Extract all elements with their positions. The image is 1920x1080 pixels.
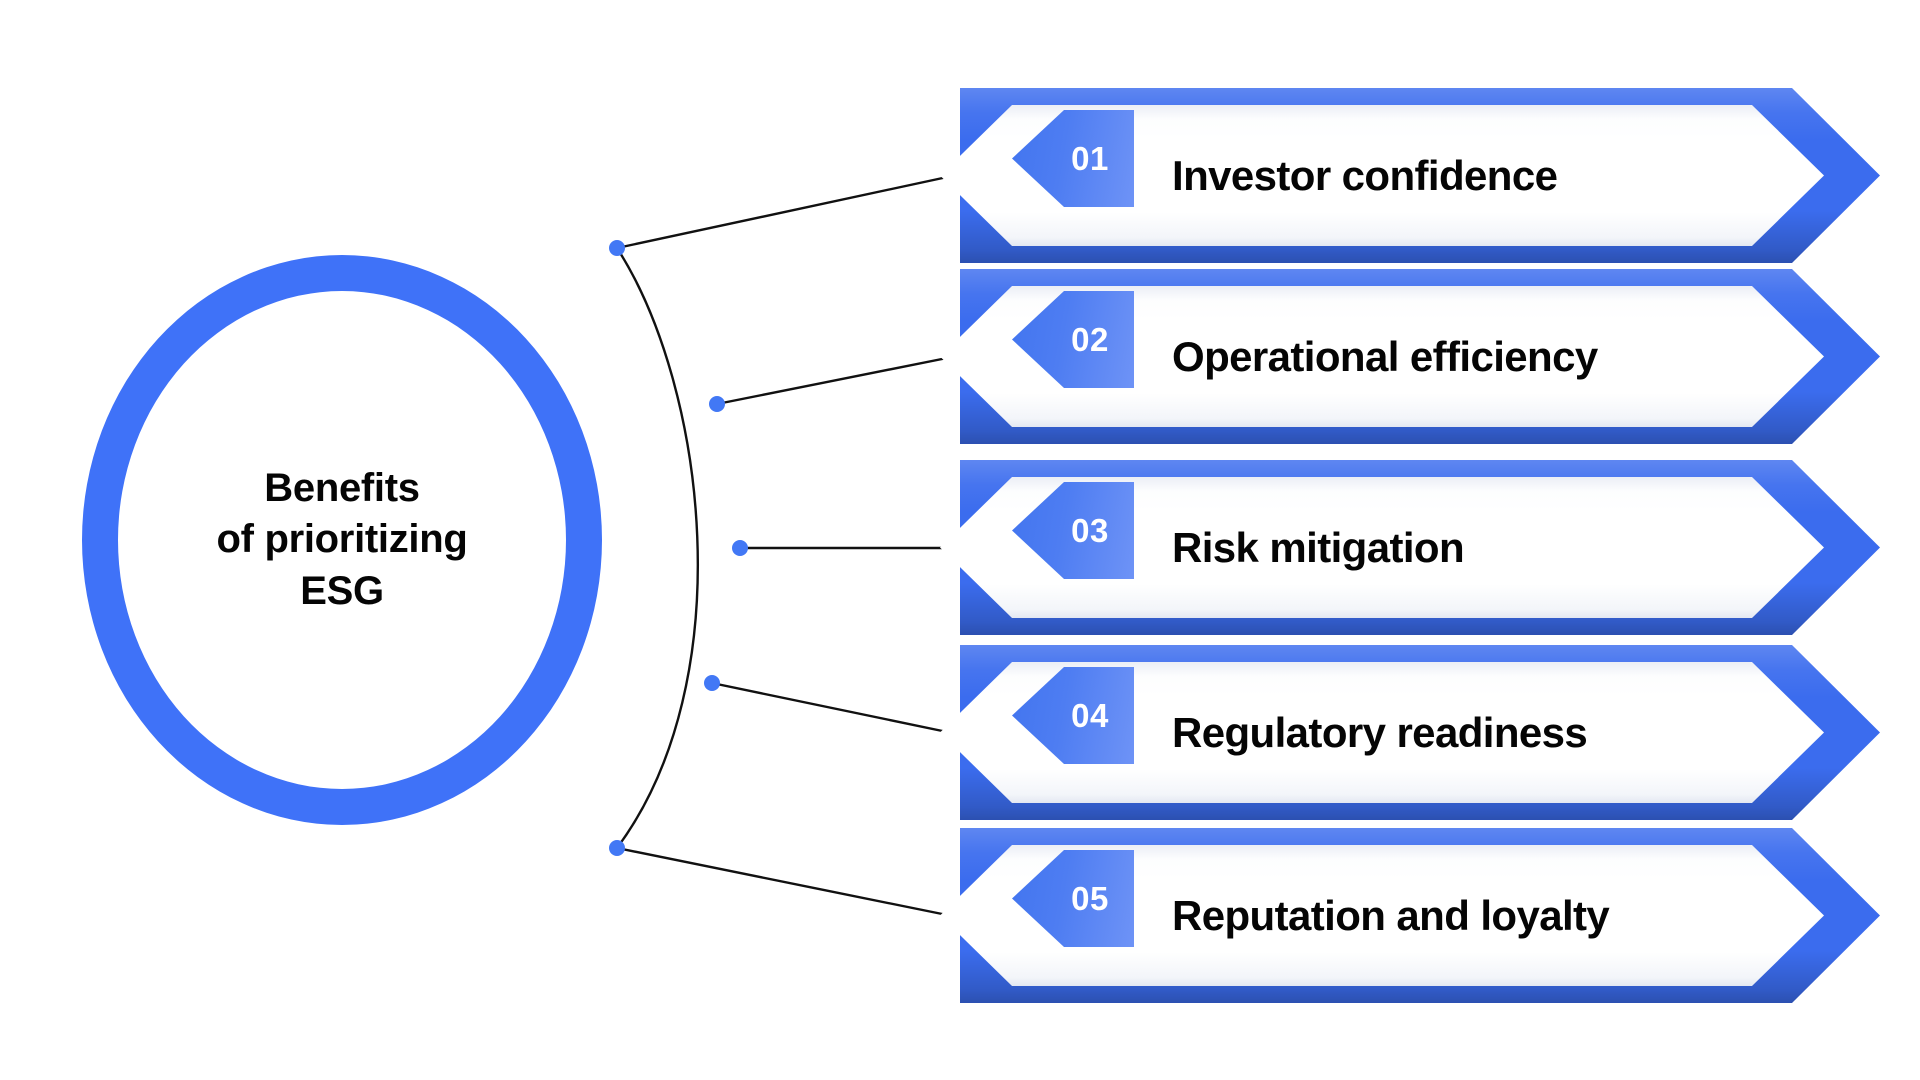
number-label: 05 bbox=[1071, 879, 1109, 917]
connector-dot-2 bbox=[709, 396, 725, 412]
number-label: 01 bbox=[1071, 139, 1109, 177]
item-label: Risk mitigation bbox=[1172, 523, 1465, 571]
item-label: Regulatory readiness bbox=[1172, 708, 1588, 756]
spoke-5 bbox=[616, 846, 953, 918]
connector-dot-4 bbox=[704, 675, 720, 691]
connector-dot-3 bbox=[732, 540, 748, 556]
spoke-4 bbox=[711, 681, 953, 735]
arrow-row-5[interactable]: 05 Reputation and loyalty bbox=[940, 828, 1880, 1003]
spoke-2 bbox=[716, 355, 953, 406]
arrow-row-2[interactable]: 02 Operational efficiency bbox=[940, 269, 1880, 444]
item-label: Reputation and loyalty bbox=[1172, 891, 1610, 939]
arrow-row-4[interactable]: 04 Regulatory readiness bbox=[940, 645, 1880, 820]
item-label: Operational efficiency bbox=[1172, 332, 1598, 380]
number-label: 02 bbox=[1071, 320, 1109, 358]
hub-circle: Benefits of prioritizing ESG bbox=[82, 255, 602, 825]
spoke-1 bbox=[616, 174, 953, 250]
number-label: 04 bbox=[1071, 696, 1109, 734]
connector-arc bbox=[615, 247, 700, 849]
arrow-row-3[interactable]: 03 Risk mitigation bbox=[940, 460, 1880, 635]
item-label: Investor confidence bbox=[1172, 151, 1558, 199]
connector-dot-5 bbox=[609, 840, 625, 856]
number-label: 03 bbox=[1071, 511, 1109, 549]
arrow-row-1[interactable]: 01 Investor confidence bbox=[940, 88, 1880, 263]
connector-dot-1 bbox=[609, 240, 625, 256]
hub-title: Benefits of prioritizing ESG bbox=[216, 466, 468, 613]
